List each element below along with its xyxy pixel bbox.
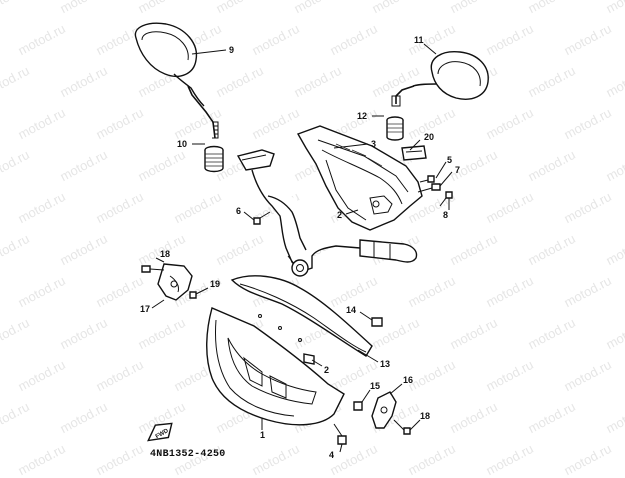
- mirror-nut-right: [386, 116, 404, 141]
- callout-15: 15: [370, 381, 380, 391]
- callout-9: 9: [229, 45, 234, 55]
- handle-cover: [296, 125, 423, 231]
- callout-18-left: 18: [160, 249, 170, 259]
- callout-11: 11: [414, 35, 424, 45]
- caution-label: [401, 145, 427, 161]
- callout-18-right: 18: [420, 411, 430, 421]
- bracket-right: [353, 391, 411, 435]
- callout-20: 20: [424, 132, 434, 142]
- callout-6: 6: [236, 206, 241, 216]
- callout-16: 16: [403, 375, 413, 385]
- bracket-left: [141, 263, 197, 301]
- mirror-nut-left: [204, 145, 224, 173]
- callout-labels: 9 10 11 12 3 20 5 7 8 2 6 18 19 17 14 13…: [140, 35, 460, 460]
- callout-12: 12: [357, 111, 367, 121]
- callout-4: 4: [329, 450, 334, 460]
- callout-17: 17: [140, 304, 150, 314]
- callout-2-lower: 2: [324, 365, 329, 375]
- fwd-arrow-icon: FWD: [147, 422, 173, 442]
- callout-2-upper: 2: [337, 210, 342, 220]
- right-mirror: [391, 51, 489, 107]
- callout-8: 8: [443, 210, 448, 220]
- leader-lines: [151, 43, 453, 453]
- exploded-view: FWD 9: [134, 22, 489, 460]
- handlebar: [236, 149, 418, 277]
- callout-7: 7: [455, 165, 460, 175]
- callout-3: 3: [371, 139, 376, 149]
- callout-1: 1: [260, 430, 265, 440]
- screws-group: [253, 175, 453, 225]
- callout-13: 13: [380, 359, 390, 369]
- left-mirror: [134, 22, 219, 139]
- diagram-code: 4NB1352-4250: [150, 449, 226, 460]
- callout-14: 14: [346, 305, 356, 315]
- front-screen: [230, 275, 373, 357]
- callout-5: 5: [447, 155, 452, 165]
- callout-19: 19: [210, 279, 220, 289]
- front-cover: [206, 307, 383, 445]
- callout-10: 10: [177, 139, 187, 149]
